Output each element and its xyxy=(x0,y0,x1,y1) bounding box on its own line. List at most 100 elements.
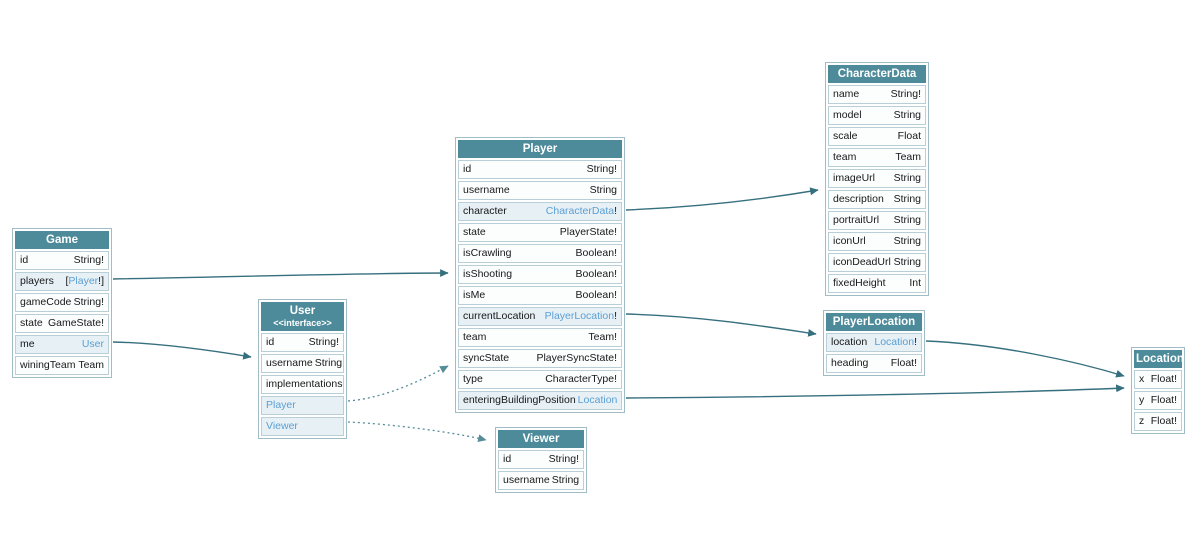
type-link: PlayerLocation xyxy=(544,310,615,322)
field-row[interactable]: heading Float! xyxy=(826,354,922,373)
field-type: Location xyxy=(578,393,618,408)
type-header-characterdata[interactable]: CharacterData xyxy=(828,65,926,83)
field-type: String! xyxy=(73,254,104,266)
field-type: String xyxy=(589,184,617,196)
field-name: me xyxy=(20,338,35,350)
field-name: state xyxy=(20,317,43,329)
field-row[interactable]: isShooting Boolean! xyxy=(458,265,622,284)
edge-player-enteringbuildingposition-to-location[interactable] xyxy=(625,384,1125,399)
field-name: character xyxy=(463,205,507,217)
field-name: location xyxy=(831,336,868,348)
type-link: User xyxy=(81,338,104,350)
field-row[interactable]: currentLocation PlayerLocation! xyxy=(458,307,622,326)
field-name: winingTeam xyxy=(20,359,76,371)
field-name: heading xyxy=(831,357,869,369)
edge-game-me-to-user[interactable] xyxy=(112,341,252,360)
field-name: id xyxy=(266,336,275,348)
field-row[interactable]: me User xyxy=(15,335,109,354)
field-row[interactable]: isMe Boolean! xyxy=(458,286,622,305)
field-row[interactable]: description String xyxy=(828,190,926,209)
edge-user-impl-viewer[interactable] xyxy=(347,421,487,443)
edge-player-currentlocation-to-playerlocation[interactable] xyxy=(625,313,817,337)
field-type: String xyxy=(551,474,580,486)
edge-user-impl-player[interactable] xyxy=(347,365,449,402)
field-row[interactable]: state GameState! xyxy=(15,314,109,333)
field-row[interactable]: username String xyxy=(458,181,622,200)
field-row[interactable]: winingTeam Team xyxy=(15,356,109,375)
field-row[interactable]: character CharacterData! xyxy=(458,202,622,221)
field-row[interactable]: isCrawling Boolean! xyxy=(458,244,622,263)
field-name: isCrawling xyxy=(463,247,512,259)
field-type: User xyxy=(82,337,104,352)
field-name: z xyxy=(1139,415,1145,427)
field-row[interactable]: fixedHeight Int xyxy=(828,274,926,293)
edge-playerlocation-location-to-location[interactable] xyxy=(925,340,1125,378)
field-row[interactable]: state PlayerState! xyxy=(458,223,622,242)
field-row[interactable]: scale Float xyxy=(828,127,926,146)
field-row[interactable]: z Float! xyxy=(1134,412,1182,431)
field-row[interactable]: id String! xyxy=(458,160,622,179)
field-row[interactable]: type CharacterType! xyxy=(458,370,622,389)
field-type: Team xyxy=(895,151,921,163)
edge-game-players-to-player[interactable] xyxy=(112,269,449,280)
type-node-game: Game id String! players [Player!] gameCo… xyxy=(12,228,112,378)
field-name: portraitUrl xyxy=(833,214,880,226)
field-row[interactable]: portraitUrl String xyxy=(828,211,926,230)
field-name: state xyxy=(463,226,486,238)
field-row[interactable]: gameCode String! xyxy=(15,293,109,312)
type-header-player[interactable]: Player xyxy=(458,140,622,158)
type-header-viewer[interactable]: Viewer xyxy=(498,430,584,448)
field-row[interactable]: username String xyxy=(261,354,344,373)
field-type: PlayerLocation! xyxy=(544,310,617,322)
type-node-user: User <<interface>> id String! username S… xyxy=(258,299,347,439)
field-name: id xyxy=(503,453,512,465)
field-type: String! xyxy=(890,88,921,100)
field-row[interactable]: y Float! xyxy=(1134,391,1182,410)
field-name: fixedHeight xyxy=(833,277,886,289)
field-type: String! xyxy=(308,336,339,348)
field-name: team xyxy=(463,331,487,343)
field-name: gameCode xyxy=(20,296,72,308)
type-header-playerlocation[interactable]: PlayerLocation xyxy=(826,313,922,331)
field-name: currentLocation xyxy=(463,310,536,322)
field-row[interactable]: id String! xyxy=(15,251,109,270)
field-row[interactable]: location Location! xyxy=(826,333,922,352)
field-type: String xyxy=(893,193,921,205)
implementation-row[interactable]: Player xyxy=(261,396,344,415)
field-row[interactable]: players [Player!] xyxy=(15,272,109,291)
field-row[interactable]: id String! xyxy=(261,333,344,352)
field-row[interactable]: x Float! xyxy=(1134,370,1182,389)
field-row[interactable]: imageUrl String xyxy=(828,169,926,188)
field-row[interactable]: id String! xyxy=(498,450,584,469)
type-link: CharacterData xyxy=(545,205,615,217)
field-name: x xyxy=(1139,373,1145,385)
field-row[interactable]: iconDeadUrl String xyxy=(828,253,926,272)
field-name: id xyxy=(20,254,29,266)
type-link: Player xyxy=(68,275,99,287)
field-name: username xyxy=(503,474,550,486)
implementation-row[interactable]: Viewer xyxy=(261,417,344,436)
field-type: String xyxy=(893,235,921,247)
type-title: User xyxy=(289,305,316,317)
field-row[interactable]: team Team! xyxy=(458,328,622,347)
field-row[interactable]: model String xyxy=(828,106,926,125)
type-header-location[interactable]: Location xyxy=(1134,350,1184,368)
field-row[interactable]: syncState PlayerSyncState! xyxy=(458,349,622,368)
field-name: iconDeadUrl xyxy=(833,256,891,268)
field-row[interactable]: team Team xyxy=(828,148,926,167)
field-row[interactable]: username String xyxy=(498,471,584,490)
field-type: Float xyxy=(897,130,921,142)
field-type: String! xyxy=(586,163,617,175)
field-row[interactable]: enteringBuildingPosition Location xyxy=(458,391,622,410)
field-type: Team xyxy=(78,359,104,371)
type-node-playerlocation: PlayerLocation location Location! headin… xyxy=(823,310,925,376)
type-header-game[interactable]: Game xyxy=(15,231,109,249)
field-type: String xyxy=(893,172,921,184)
field-row[interactable]: name String! xyxy=(828,85,926,104)
field-type: Float! xyxy=(1150,394,1177,406)
field-row[interactable]: iconUrl String xyxy=(828,232,926,251)
type-header-user[interactable]: User <<interface>> xyxy=(261,302,344,331)
field-name: type xyxy=(463,373,483,385)
edge-player-character-to-characterdata[interactable] xyxy=(625,187,819,211)
field-type: PlayerSyncState! xyxy=(536,352,617,364)
